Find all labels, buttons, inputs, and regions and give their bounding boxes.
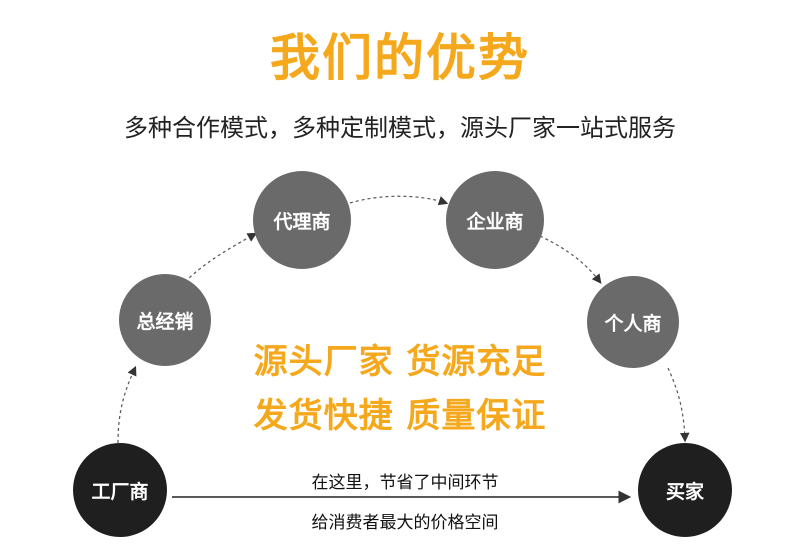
node-agent: 代理商 [253, 171, 351, 269]
arrow-caption-bottom: 给消费者最大的价格空间 [311, 513, 499, 533]
node-buyer: 买家 [638, 443, 732, 537]
connector-factory-distributor [117, 365, 137, 444]
slogan-line-1: 源头厂家 货源充足 [253, 342, 547, 382]
node-individual: 个人商 [587, 276, 679, 368]
connector-individual-buyer [667, 367, 690, 443]
node-enterprise: 企业商 [446, 171, 544, 269]
page-title: 我们的优势 [270, 29, 530, 87]
connector-distributor-agent [184, 232, 258, 283]
slogan-line-2: 发货快捷 质量保证 [253, 396, 547, 436]
connector-enterprise-individual [539, 235, 602, 284]
arrow-caption-top: 在这里，节省了中间环节 [311, 473, 499, 493]
connector-agent-enterprise [349, 195, 449, 206]
node-factory: 工厂商 [73, 443, 167, 537]
node-distributor: 总经销 [119, 274, 211, 366]
page-subtitle: 多种合作模式，多种定制模式，源头厂家一站式服务 [124, 114, 676, 142]
